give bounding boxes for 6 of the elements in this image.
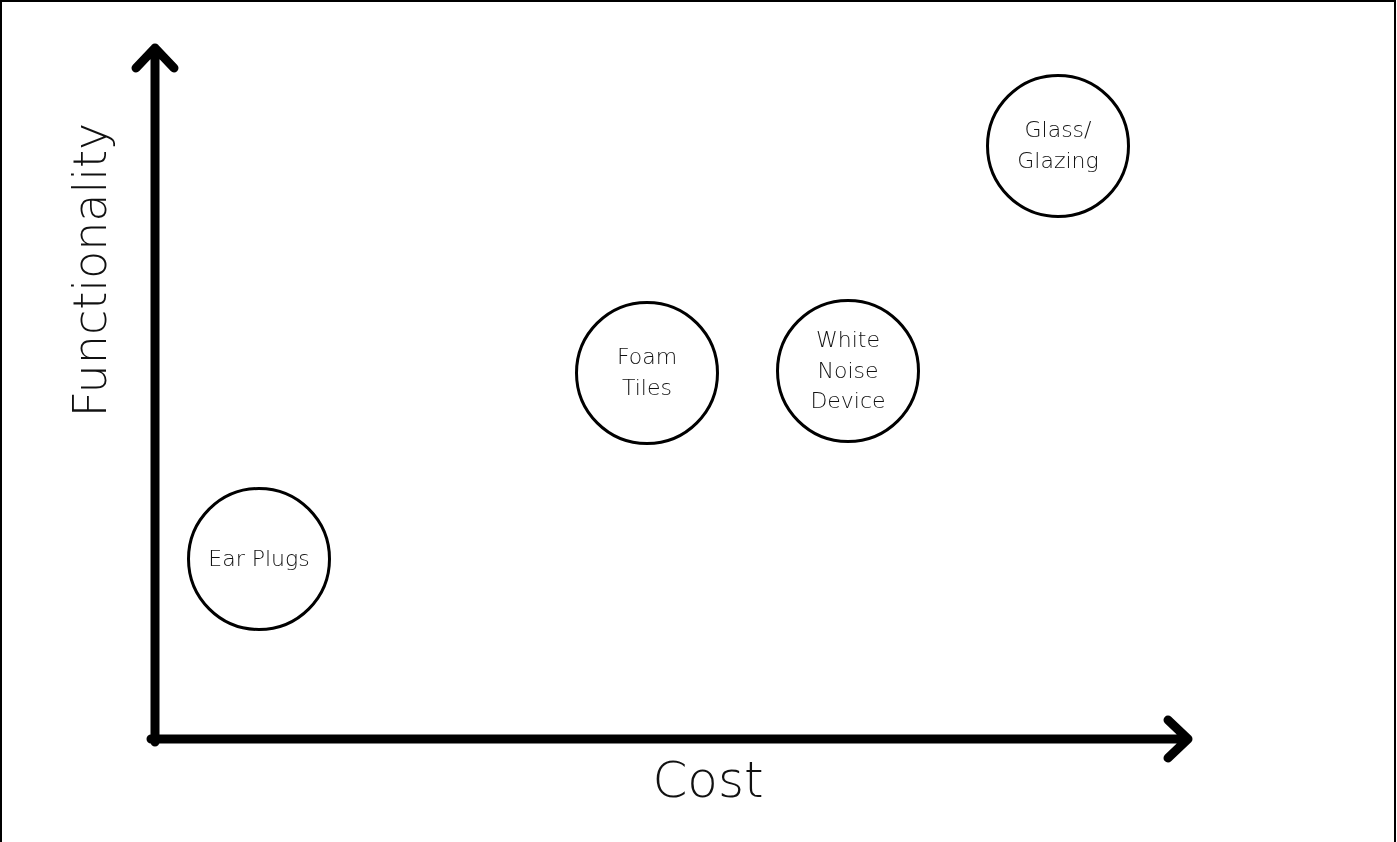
y-axis-title: Functionality — [63, 122, 117, 418]
node-label: Glass/ Glazing — [1016, 116, 1100, 175]
node-label: Ear Plugs — [208, 544, 310, 573]
node-label: Foam Tiles — [615, 343, 679, 402]
node-label: White Noise Device — [809, 325, 887, 416]
x-axis-title: Cost — [652, 751, 764, 809]
